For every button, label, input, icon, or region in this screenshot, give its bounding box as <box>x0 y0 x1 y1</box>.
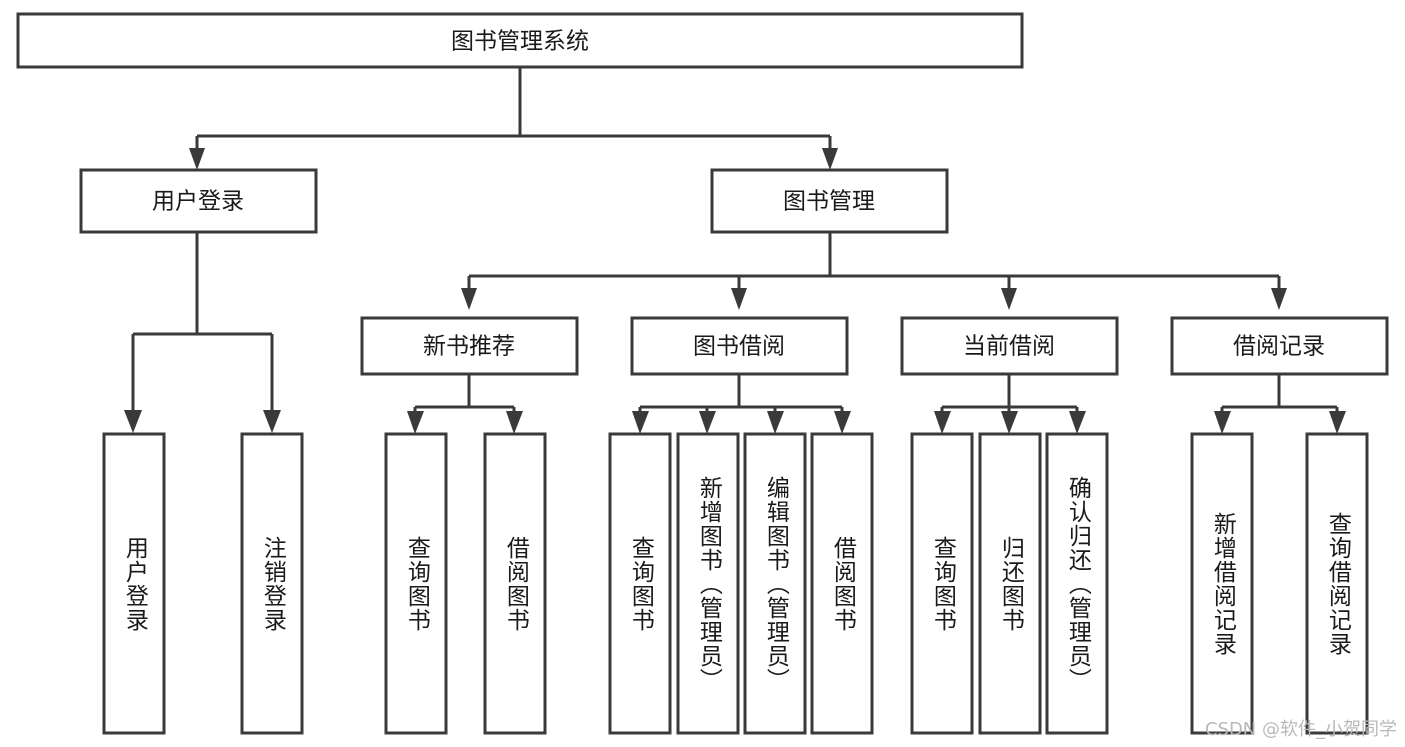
leaf-box-newbook-query[interactable] <box>384 432 448 735</box>
arrow-to-book-manage <box>822 148 838 170</box>
arrow-borrowrecord-leaf-1 <box>1214 411 1231 434</box>
connector-book-manage-bus <box>467 232 1281 298</box>
leaf-box-borrow-lend[interactable] <box>810 432 874 735</box>
node-current-borrow-box[interactable] <box>900 316 1119 376</box>
connectors-book-manage-to-level3 <box>461 232 1287 310</box>
leaf-box-newbook-borrow[interactable] <box>483 432 547 735</box>
connector-root-bus <box>195 67 832 158</box>
node-user-login-label: 用户登录 <box>152 189 244 215</box>
connector-current-borrow-bus <box>940 374 1079 414</box>
connectors-user-login-to-leaves <box>124 232 281 433</box>
node-root-label: 图书管理系统 <box>451 29 589 55</box>
connector-new-book-bus <box>413 374 516 414</box>
node-book-manage-label: 图书管理 <box>783 189 875 215</box>
arrow-currentborrow-leaf-1 <box>934 411 951 434</box>
node-new-book-recommend-box[interactable] <box>360 316 579 376</box>
node-root-box[interactable] <box>16 12 1024 69</box>
leaf-box-user-login[interactable] <box>102 432 166 735</box>
node-current-borrow-label: 当前借阅 <box>963 334 1055 360</box>
node-book-borrow[interactable]: 图书借阅 <box>630 316 849 376</box>
leaf-box-record-add[interactable] <box>1190 432 1254 735</box>
node-borrow-record-box[interactable] <box>1170 316 1389 376</box>
connectors-book-borrow-to-leaves <box>632 374 851 434</box>
arrow-bookborrow-leaf-1 <box>632 411 649 434</box>
leaf-box-current-confirm[interactable] <box>1045 432 1109 735</box>
arrow-to-new-book <box>461 288 477 310</box>
arrow-to-current-borrow <box>1001 288 1017 310</box>
node-book-borrow-label: 图书借阅 <box>693 334 785 360</box>
arrow-to-user-login <box>189 148 205 170</box>
arrow-bookborrow-leaf-2 <box>699 411 716 434</box>
connector-borrow-record-bus <box>1220 374 1339 414</box>
leaf-box-record-query[interactable] <box>1305 432 1369 735</box>
leaf-boxes <box>102 432 1369 735</box>
node-borrow-record[interactable]: 借阅记录 <box>1170 316 1389 376</box>
node-root[interactable]: 图书管理系统 <box>16 12 1024 69</box>
arrow-newbook-leaf-1 <box>407 411 424 434</box>
leaf-box-current-query[interactable] <box>910 432 974 735</box>
leaf-box-current-return[interactable] <box>978 432 1042 735</box>
arrow-to-borrow-record <box>1271 288 1287 310</box>
arrow-currentborrow-leaf-3 <box>1069 411 1086 434</box>
node-new-book-recommend-label: 新书推荐 <box>423 334 515 360</box>
arrow-bookborrow-leaf-3 <box>767 411 784 434</box>
leaf-box-logout[interactable] <box>240 432 304 735</box>
connectors-root-to-level2 <box>189 67 838 170</box>
arrow-borrowrecord-leaf-2 <box>1329 411 1346 434</box>
node-book-manage-box[interactable] <box>710 168 949 234</box>
arrow-currentborrow-leaf-2 <box>1001 411 1018 434</box>
node-new-book-recommend[interactable]: 新书推荐 <box>360 316 579 376</box>
connector-user-login-bus <box>131 232 274 412</box>
leaf-box-borrow-edit[interactable] <box>743 432 807 735</box>
node-user-login[interactable]: 用户登录 <box>79 168 318 234</box>
node-book-borrow-box[interactable] <box>630 316 849 376</box>
arrow-bookborrow-leaf-4 <box>834 411 851 434</box>
connectors-current-borrow-to-leaves <box>934 374 1086 434</box>
connectors-new-book-to-leaves <box>407 374 523 434</box>
arrow-to-book-borrow <box>731 288 747 310</box>
arrow-newbook-leaf-2 <box>506 411 523 434</box>
connectors-borrow-record-to-leaves <box>1214 374 1346 434</box>
arrow-to-leaf-user-login <box>124 410 142 433</box>
node-book-manage[interactable]: 图书管理 <box>710 168 949 234</box>
node-user-login-box[interactable] <box>79 168 318 234</box>
node-current-borrow[interactable]: 当前借阅 <box>900 316 1119 376</box>
node-borrow-record-label: 借阅记录 <box>1233 334 1325 360</box>
leaf-box-borrow-add[interactable] <box>676 432 740 735</box>
connector-book-borrow-bus <box>638 374 844 414</box>
leaf-box-borrow-query[interactable] <box>608 432 672 735</box>
arrow-to-leaf-logout <box>263 410 281 433</box>
